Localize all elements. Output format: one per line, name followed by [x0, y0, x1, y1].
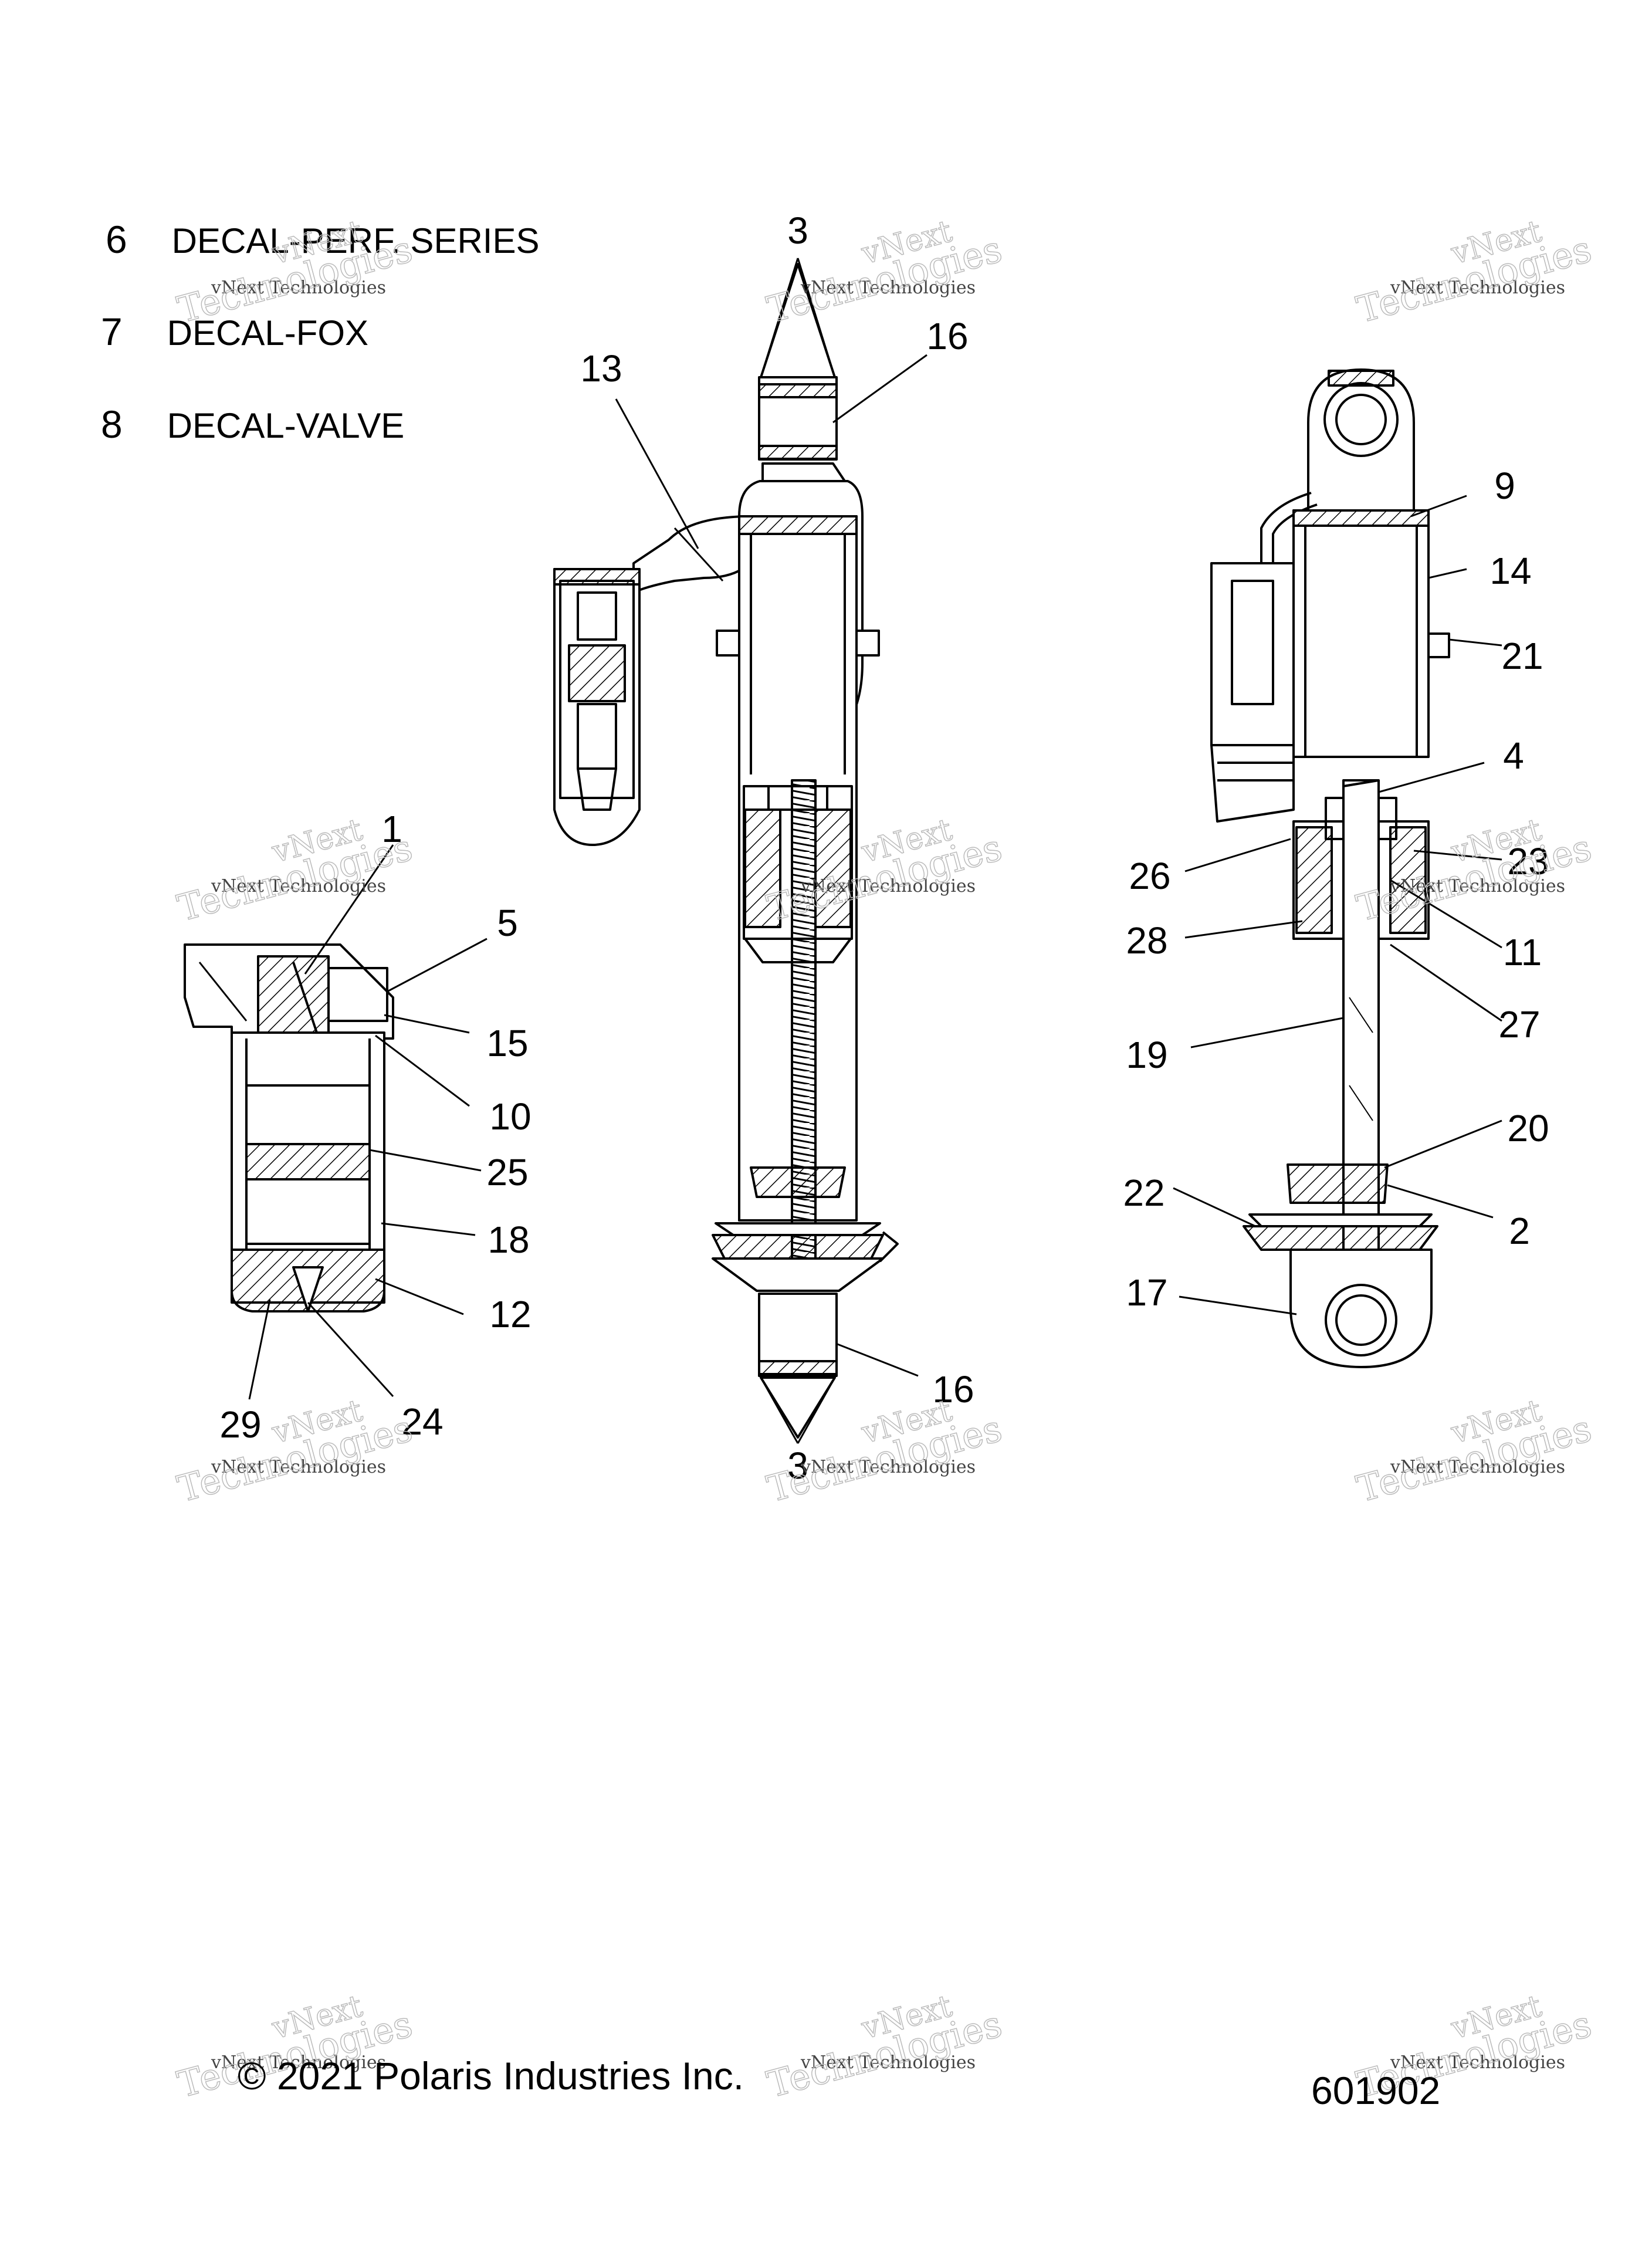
svg-text:vNext Technologies: vNext Technologies [1390, 876, 1565, 897]
callout-2: 2 [1509, 1210, 1530, 1252]
callout-18: 18 [488, 1219, 529, 1261]
svg-text:vNext Technologies: vNext Technologies [800, 278, 976, 298]
callout-3-top: 3 [787, 209, 808, 252]
callout-22: 22 [1123, 1172, 1164, 1214]
callout-24: 24 [401, 1400, 443, 1443]
svg-text:vNext Technologies: vNext Technologies [211, 1457, 386, 1477]
callout-19: 19 [1126, 1034, 1167, 1076]
legend-item-6: 6 DECAL-PERF. SERIES [106, 217, 540, 262]
callout-25: 25 [486, 1151, 528, 1193]
watermark: vNext vNext Technologies Technologies [172, 1392, 417, 1511]
bottom-cone [760, 1376, 836, 1439]
callout-16-top: 16 [926, 315, 968, 357]
callout-16-bottom: 16 [932, 1368, 974, 1410]
callout-12: 12 [489, 1293, 531, 1335]
center-shock-assembly [553, 263, 899, 1439]
watermark: vNext vNext Technologies Technologies [172, 213, 417, 331]
watermark: vNext vNext Technologies Technologies [172, 811, 417, 930]
callout-27: 27 [1498, 1003, 1540, 1046]
callout-15: 15 [486, 1022, 528, 1064]
reservoir-canister [553, 568, 641, 846]
callout-23: 23 [1507, 840, 1549, 882]
drawing-number: 601902 [1311, 2069, 1441, 2112]
legend-description: DECAL-PERF. SERIES [171, 221, 540, 261]
top-eyelet-right [1307, 368, 1415, 512]
legend-item-8: 8 DECAL-VALVE [101, 402, 404, 446]
callout-5: 5 [497, 902, 518, 944]
callout-26: 26 [1129, 855, 1170, 897]
callout-9: 9 [1494, 465, 1515, 507]
watermark: vNext vNext Technologies Technologies [1352, 1392, 1596, 1511]
svg-text:vNext Technologies: vNext Technologies [800, 876, 976, 897]
callout-13: 13 [580, 347, 622, 390]
callout-21: 21 [1501, 635, 1543, 677]
bottom-eyelet-right [1289, 1249, 1433, 1368]
body-tube-right [1292, 509, 1430, 758]
callout-14: 14 [1489, 550, 1531, 592]
svg-text:vNext Technologies: vNext Technologies [1390, 2052, 1565, 2073]
legend-description: DECAL-FOX [167, 313, 369, 353]
callout-4: 4 [1503, 735, 1524, 777]
reservoir-hose [632, 515, 751, 594]
reservoir-right [1210, 562, 1295, 746]
callout-20: 20 [1507, 1107, 1549, 1149]
callout-17: 17 [1126, 1271, 1167, 1314]
leader-lines [248, 258, 1502, 1444]
svg-text:vNext Technologies: vNext Technologies [800, 1457, 976, 1477]
svg-text:vNext Technologies: vNext Technologies [1390, 278, 1565, 298]
copyright-notice: © 2021 Polaris Industries Inc. [238, 2054, 744, 2098]
watermark: vNext vNext Technologies Technologies [762, 1988, 1007, 2106]
callout-1: 1 [381, 808, 402, 850]
callout-28: 28 [1126, 919, 1167, 962]
callout-labels: 3 16 13 9 14 21 4 26 23 28 11 27 19 20 2… [219, 209, 1549, 1487]
callout-3-bottom: 3 [787, 1445, 808, 1487]
left-detail-assembly [184, 943, 394, 1312]
legend-number: 6 [106, 218, 127, 261]
svg-text:vNext Technologies: vNext Technologies [211, 2052, 386, 2073]
legend-number: 8 [101, 402, 123, 446]
callout-10: 10 [489, 1095, 531, 1138]
watermark: vNext vNext Technologies Technologies [1352, 213, 1596, 331]
legend-description: DECAL-VALVE [167, 406, 405, 445]
svg-text:vNext Technologies: vNext Technologies [800, 2052, 976, 2073]
svg-text:vNext Technologies: vNext Technologies [211, 278, 386, 298]
callout-29: 29 [219, 1403, 261, 1446]
svg-text:vNext Technologies: vNext Technologies [1390, 1457, 1565, 1477]
right-shock-assembly [1210, 368, 1450, 1368]
legend-item-7: 7 DECAL-FOX [101, 309, 368, 354]
legend-number: 7 [101, 310, 123, 353]
callout-11: 11 [1503, 931, 1542, 973]
svg-text:vNext Technologies: vNext Technologies [211, 876, 386, 897]
